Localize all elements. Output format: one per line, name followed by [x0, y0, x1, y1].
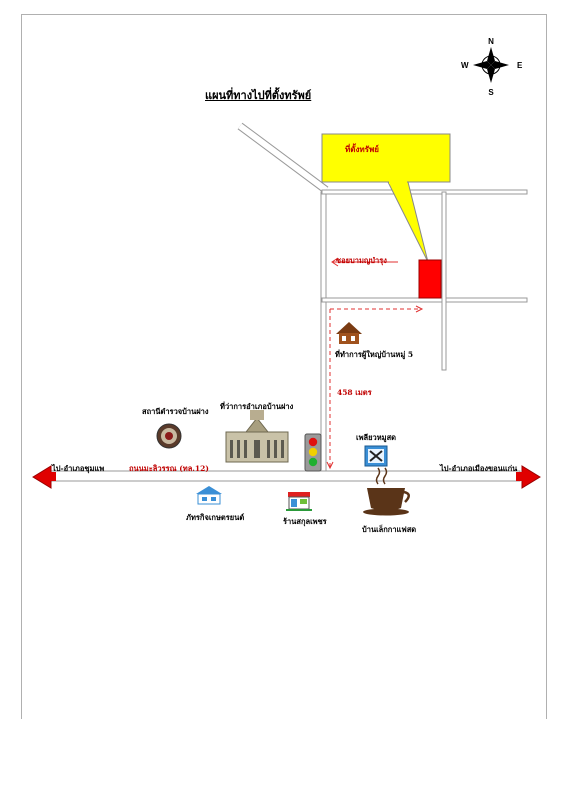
restaurant-label: เพลียวหมูสด — [356, 433, 397, 442]
left-arrow-icon — [32, 465, 52, 489]
left-arrow-tail — [50, 472, 56, 481]
lower-road — [321, 297, 528, 303]
police-station-label: สถานีตำรวจบ้านฝาง — [142, 407, 209, 416]
right-arrow-tail — [516, 472, 523, 481]
traffic-light-icon — [304, 433, 322, 472]
soi-label: ซอยบามญบำรุง — [336, 256, 387, 265]
property-callout-label: ที่ตั้งทรัพย์ — [345, 144, 379, 154]
store-icon — [286, 492, 312, 511]
right-arrow-icon — [521, 465, 541, 489]
car-shop-icon — [196, 486, 222, 505]
coffee-cup-icon — [363, 467, 410, 516]
compass-west-label: W — [461, 61, 469, 70]
map-title: แผนที่ทางไปที่ตั้งทรัพย์ — [205, 89, 312, 102]
house-icon — [336, 322, 362, 344]
district-office-building-icon — [225, 410, 289, 463]
main-road-label: ถนนมะลิวรรณ (ทล.12) — [129, 464, 209, 473]
right-road — [441, 191, 447, 371]
diagonal-road — [237, 122, 329, 194]
car-shop-label: ภัทรกิจเกษตรยนต์ — [186, 513, 245, 522]
property-callout — [321, 133, 451, 263]
property-plot — [418, 259, 442, 299]
compass-south-label: S — [488, 88, 494, 97]
police-seal-icon — [156, 423, 182, 449]
right-direction-label: ไป-อำเภอเมืองขอนแก่น — [440, 464, 518, 473]
dashed-route — [326, 305, 424, 470]
compass-east-label: E — [517, 61, 523, 70]
frame-left-border — [21, 14, 22, 719]
district-office-label: ที่ว่าการอำเภอบ้านฝาง — [220, 402, 294, 411]
village-head-office-label: ที่ทำการผู้ใหญ่บ้านหมู่ 5 — [335, 350, 414, 359]
soi-road — [320, 191, 327, 472]
frame-top-border — [21, 14, 547, 15]
left-direction-label: ไป-อำเภอชุมแพ — [52, 464, 105, 473]
soi-arrow — [331, 257, 398, 267]
upper-road — [321, 189, 528, 195]
coffee-shop-label: บ้านเล็กกาแฟสด — [362, 525, 417, 534]
restaurant-icon — [364, 445, 388, 467]
distance-label: 458 เมตร — [337, 388, 372, 397]
compass-rose-icon — [473, 47, 509, 83]
store-label: ร้านสกุลเพชร — [283, 517, 327, 526]
compass-north-label: N — [488, 37, 494, 46]
frame-right-border — [546, 14, 547, 719]
